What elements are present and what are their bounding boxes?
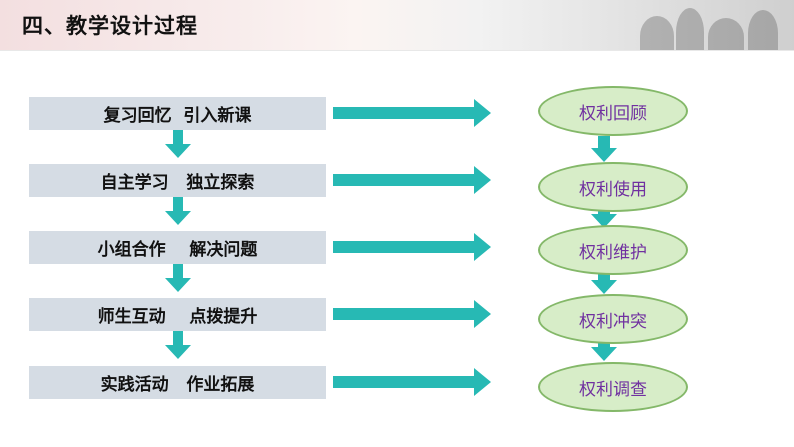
topic-ellipse-2: 权利使用 [538, 162, 688, 212]
topic-ellipse-5: 权利调查 [538, 362, 688, 412]
down-arrow [591, 335, 617, 361]
banner-figure [640, 16, 674, 50]
down-arrow [165, 331, 191, 359]
step-box-5: 实践活动 作业拓展 [29, 366, 326, 399]
header-banner [0, 0, 794, 50]
down-arrow [591, 268, 617, 294]
banner-figure [676, 8, 704, 50]
down-arrow [165, 130, 191, 158]
right-arrow [333, 233, 491, 261]
right-arrow [333, 166, 491, 194]
step-box-1: 复习回忆 引入新课 [29, 97, 326, 130]
header-divider [0, 50, 794, 51]
topic-ellipse-3: 权利维护 [538, 225, 688, 275]
down-arrow [165, 197, 191, 225]
right-arrow [333, 300, 491, 328]
page-title: 四、教学设计过程 [22, 14, 198, 38]
down-arrow [591, 202, 617, 228]
topic-ellipse-4: 权利冲突 [538, 294, 688, 344]
banner-figure [748, 10, 778, 50]
down-arrow [165, 264, 191, 292]
step-box-4: 师生互动 点拨提升 [29, 298, 326, 331]
topic-ellipse-1: 权利回顾 [538, 86, 688, 136]
banner-figure [708, 18, 744, 50]
step-box-3: 小组合作 解决问题 [29, 231, 326, 264]
right-arrow [333, 368, 491, 396]
down-arrow [591, 136, 617, 162]
right-arrow [333, 99, 491, 127]
step-box-2: 自主学习 独立探索 [29, 164, 326, 197]
